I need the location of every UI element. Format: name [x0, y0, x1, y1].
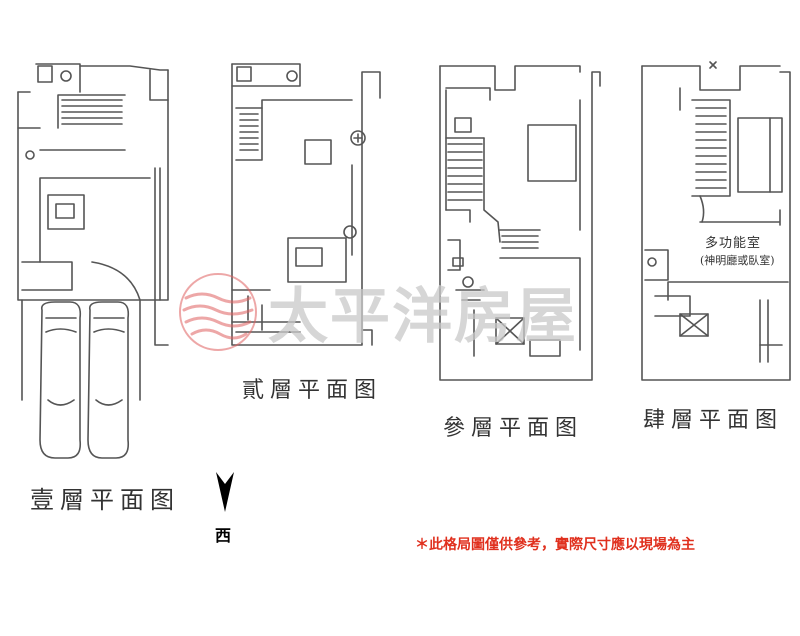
floor-2-title: 貳層平面图 [242, 378, 383, 403]
watermark-logo [179, 273, 257, 351]
floor-plan-3 [439, 65, 601, 381]
floor-plan-2 [231, 63, 381, 346]
disclaimer-text: ＊此格局圖僅供參考，實際尺寸應以現場為主 [415, 537, 695, 553]
multi-purpose-room-label: 多功能室 [705, 236, 762, 251]
direction-label: 西 [215, 526, 232, 545]
watermark-text: 太平洋房屋 [268, 282, 578, 352]
floor-4-title: 肆層平面图 [643, 408, 784, 433]
floor-plan-4 [641, 61, 791, 381]
floor-1-title: 壹層平面图 [30, 486, 180, 514]
multi-purpose-room-note: (神明廳或臥室) [700, 254, 775, 267]
floor-plan-1 [17, 63, 169, 459]
direction-arrow-icon [216, 472, 234, 512]
floor-3-title: 參層平面图 [443, 416, 584, 441]
